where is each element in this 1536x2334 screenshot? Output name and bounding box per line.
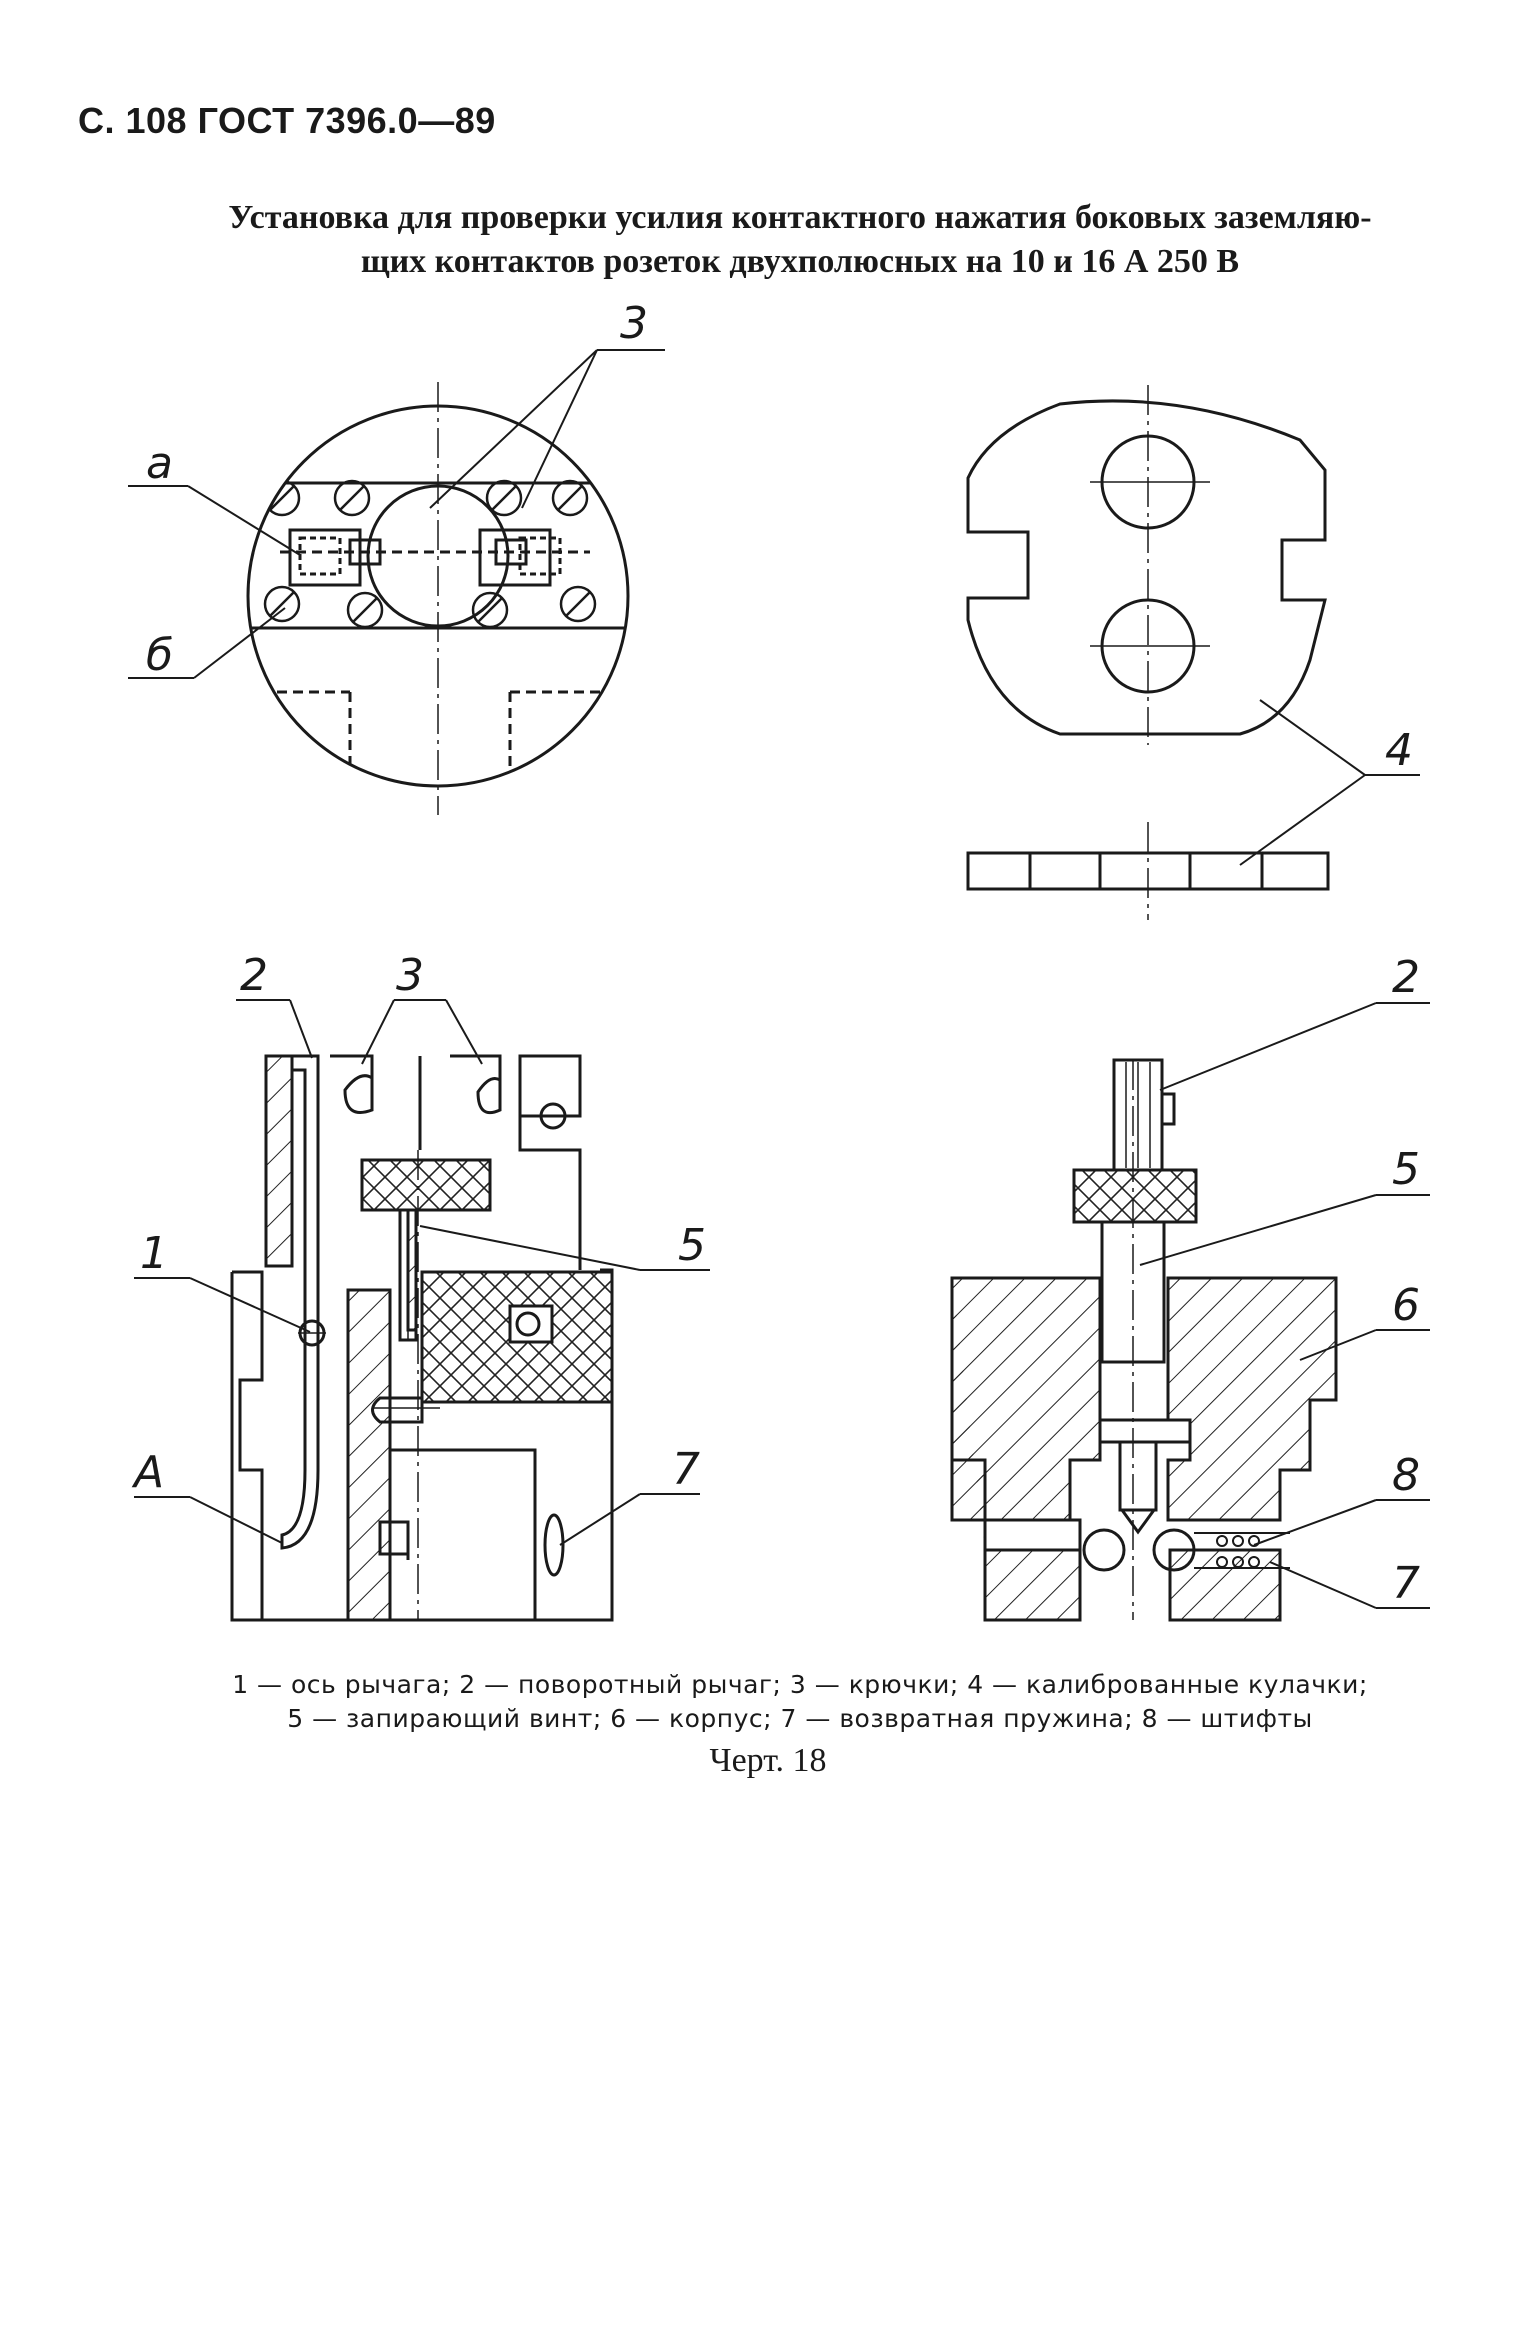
top-view-leaders bbox=[128, 349, 665, 679]
callout-3-left: 3 bbox=[396, 950, 424, 1001]
body-section-leaders bbox=[1139, 1002, 1430, 1609]
figure-title: Установка для проверки усилия контактног… bbox=[150, 196, 1450, 284]
callout-A: А bbox=[131, 1447, 164, 1498]
figure-title-line-1: Установка для проверки усилия контактног… bbox=[228, 199, 1372, 236]
top-view-circle bbox=[246, 382, 630, 815]
callout-b: б bbox=[146, 630, 173, 681]
callout-4: 4 bbox=[1385, 725, 1413, 776]
callout-6: 6 bbox=[1392, 1280, 1420, 1331]
legend-line-1: 1 — ось рычага; 2 — поворотный рычаг; 3 … bbox=[232, 1670, 1368, 1699]
figure-title-line-2: щих контактов розеток двухполюсных на 10… bbox=[360, 243, 1240, 280]
page-header: С. 108 ГОСТ 7396.0—89 bbox=[78, 100, 496, 141]
callout-8: 8 bbox=[1392, 1450, 1420, 1501]
callout-2-left: 2 bbox=[240, 950, 268, 1001]
cam-leaders bbox=[1239, 699, 1420, 866]
callout-5-right: 5 bbox=[1392, 1144, 1420, 1195]
legend-line-2: 5 — запирающий винт; 6 — корпус; 7 — воз… bbox=[287, 1704, 1313, 1733]
lever-section-leaders bbox=[134, 999, 710, 1546]
calibrated-cam-view bbox=[966, 385, 1330, 920]
figure-caption: Черт. 18 bbox=[709, 1742, 827, 1779]
callout-3-top: 3 bbox=[620, 298, 648, 349]
callout-7-right: 7 bbox=[1392, 1558, 1420, 1609]
figure-legend: 1 — ось рычага; 2 — поворотный рычаг; 3 … bbox=[170, 1668, 1430, 1736]
callout-a: а bbox=[146, 438, 173, 489]
callout-1: 1 bbox=[140, 1228, 168, 1279]
lever-section-view bbox=[230, 1054, 614, 1622]
callout-7-left: 7 bbox=[672, 1444, 700, 1495]
body-section-view bbox=[950, 1058, 1338, 1622]
callout-5-left: 5 bbox=[678, 1220, 706, 1271]
callout-2-right: 2 bbox=[1392, 952, 1420, 1003]
